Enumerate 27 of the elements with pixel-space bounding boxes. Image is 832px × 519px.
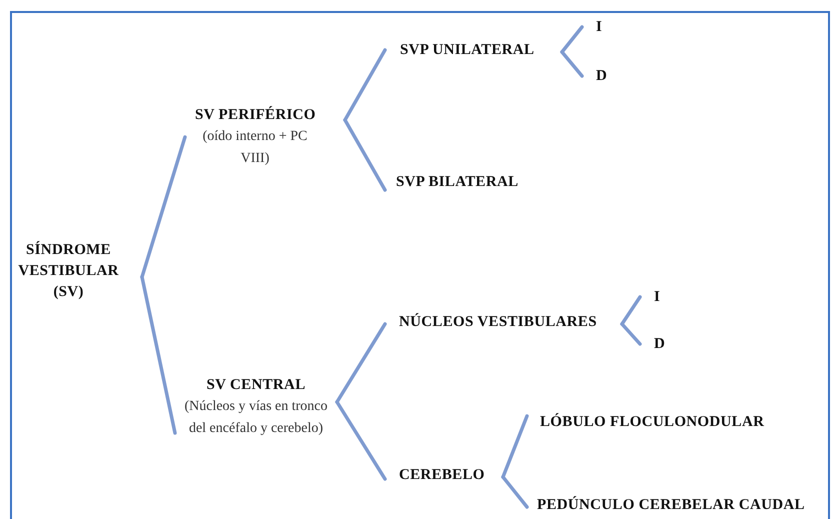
node-description: (oído interno + PC VIII)	[202, 128, 308, 168]
branch-line	[343, 48, 387, 122]
node-heading: I	[596, 18, 602, 37]
branch-line	[343, 118, 387, 192]
node-heading: I	[654, 288, 660, 307]
node-heading: SV CENTRAL	[206, 376, 306, 395]
node-heading: LÓBULO FLOCULONODULAR	[540, 412, 764, 432]
node-heading: SV PERIFÉRICO	[195, 105, 315, 125]
node-heading: SVP UNILATERAL	[400, 41, 534, 60]
branch-line	[140, 275, 177, 435]
node-heading: SVP BILATERAL	[396, 173, 518, 192]
node-heading: D	[654, 335, 666, 354]
node-heading: CEREBELO	[399, 466, 485, 485]
branch-line	[335, 322, 387, 404]
branch-line	[620, 295, 642, 326]
node-heading: NÚCLEOS VESTIBULARES	[399, 312, 597, 332]
node-heading: SÍNDROME VESTIBULAR (SV)	[17, 240, 120, 302]
node-heading: PEDÚNCULO CEREBELAR CAUDAL	[537, 495, 805, 515]
branch-line	[501, 475, 529, 509]
branch-line	[620, 322, 642, 346]
node-description: (Núcleos y vías en tronco del encéfalo y cerebelo)	[183, 398, 329, 438]
branch-line	[560, 25, 584, 54]
branch-line	[560, 50, 584, 78]
branch-line	[501, 414, 529, 479]
node-heading: D	[596, 67, 608, 86]
branch-line	[335, 400, 387, 481]
branch-line	[140, 135, 187, 279]
